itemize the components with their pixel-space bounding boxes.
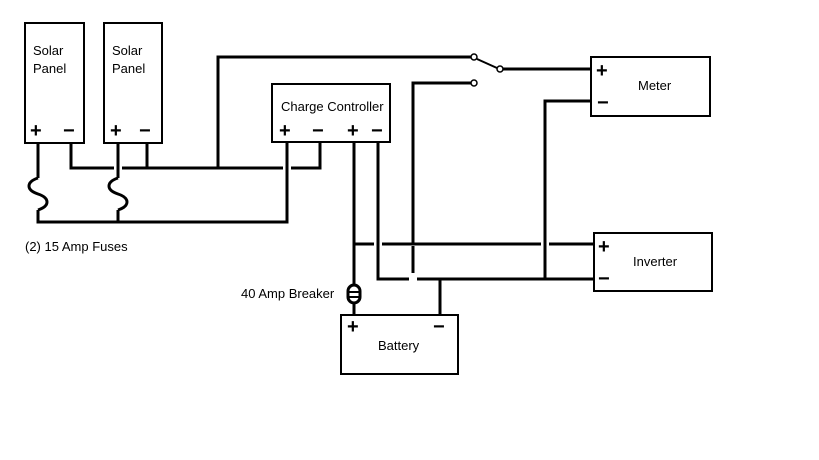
wire-panel-positive-bus: [36, 143, 289, 224]
switch-icon: [470, 53, 504, 87]
wire-negative-to-inverter: [376, 143, 594, 281]
meter-minus: −: [597, 92, 609, 114]
battery-box: [340, 314, 459, 375]
inverter-label: Inverter: [633, 254, 678, 269]
solar-panel-2-plus: +: [110, 120, 122, 142]
fuse-icon: [107, 176, 129, 212]
wire-switch-to-bus: [411, 81, 472, 244]
meter-box: [590, 56, 711, 117]
wires: [36, 55, 594, 315]
charge-controller-plus-out: +: [347, 120, 359, 142]
inverter-plus: +: [598, 236, 610, 258]
wire-meter-negative: [543, 99, 591, 279]
battery: Battery + −: [340, 314, 459, 375]
solar-panel-2: Solar Panel + −: [103, 22, 163, 144]
fuses-annotation: (2) 15 Amp Fuses: [25, 239, 128, 254]
solar-panel-1-label-line1: Solar: [33, 43, 64, 58]
meter-label: Meter: [638, 78, 672, 93]
inverter-box: [593, 232, 713, 292]
inverter: Inverter + −: [593, 232, 713, 292]
charge-controller-minus-in: −: [312, 120, 324, 142]
fuse-icon: [27, 176, 49, 212]
crossing-gap: [409, 275, 417, 283]
solar-panel-1-minus: −: [63, 120, 75, 142]
solar-panel-1: Solar Panel + −: [24, 22, 85, 144]
breaker-icon: [346, 283, 362, 305]
wire-negative-bus-to-switch: [216, 55, 472, 168]
charge-controller: Charge Controller + − + −: [271, 83, 391, 143]
battery-label: Battery: [378, 338, 420, 353]
solar-panel-1-label-line2: Panel: [33, 61, 66, 76]
battery-minus: −: [433, 316, 445, 338]
charge-controller-minus-out: −: [371, 120, 383, 142]
wire-panel1-negative: [69, 143, 218, 170]
solar-panel-1-plus: +: [30, 120, 42, 142]
breaker-annotation: 40 Amp Breaker: [241, 286, 335, 301]
charge-controller-label: Charge Controller: [281, 99, 384, 114]
solar-panel-2-label-line2: Panel: [112, 61, 145, 76]
solar-panel-2-label-line1: Solar: [112, 43, 143, 58]
meter-plus: +: [596, 60, 608, 82]
meter: Meter + −: [590, 56, 711, 117]
solar-panel-2-minus: −: [139, 120, 151, 142]
charge-controller-plus-in: +: [279, 120, 291, 142]
wire-negative-bus-to-controller: [218, 143, 322, 170]
inverter-minus: −: [598, 268, 610, 290]
solar-panel-1-box: [24, 22, 85, 144]
charge-controller-box: [271, 83, 391, 143]
solar-panel-2-box: [103, 22, 163, 144]
battery-plus: +: [347, 316, 359, 338]
